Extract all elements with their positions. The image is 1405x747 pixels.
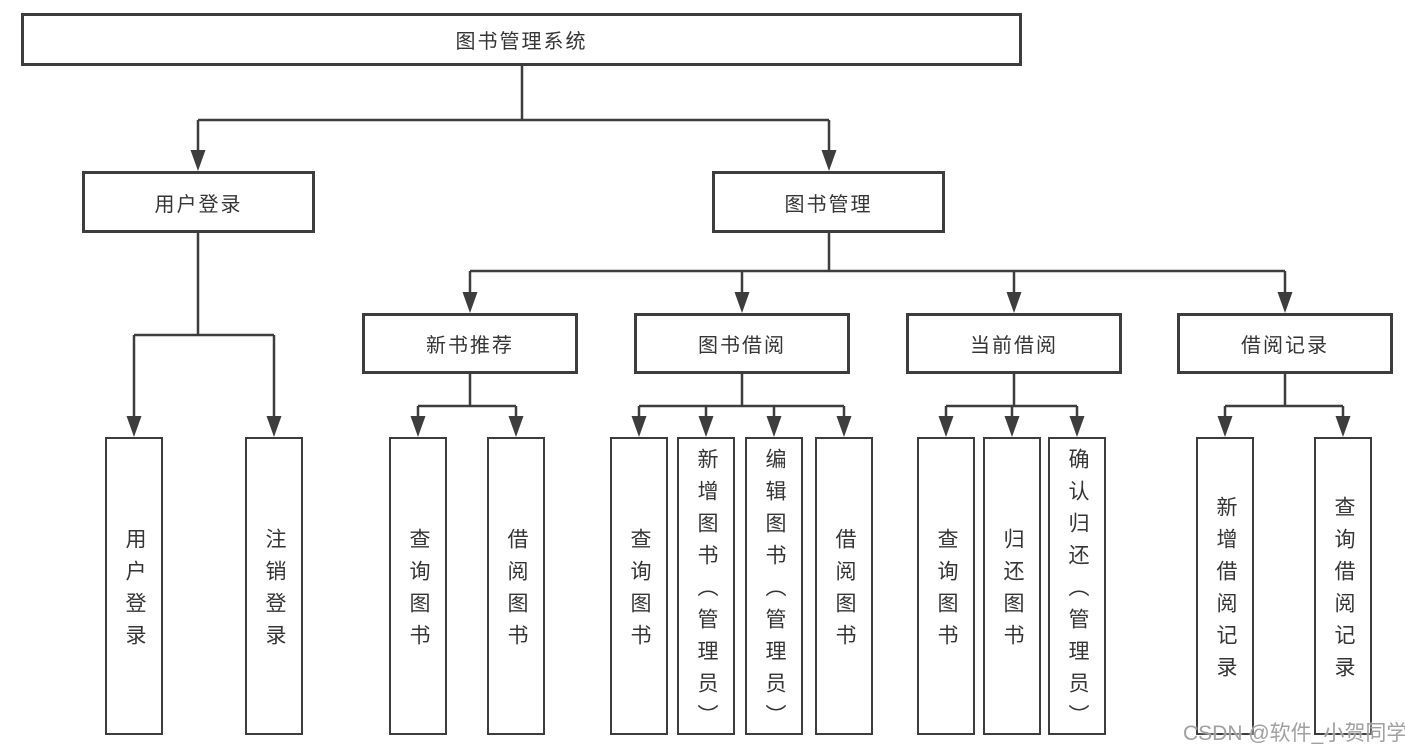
node-leaf-add-borrow-record: 新增借阅记录	[1196, 437, 1254, 735]
node-leaf-query-borrow-record: 查询借阅记录	[1314, 437, 1372, 735]
node-label: 查询图书	[407, 527, 430, 656]
node-borrowing-records: 借阅记录	[1177, 313, 1393, 374]
node-new-book-recommendation: 新书推荐	[362, 313, 578, 374]
node-book-management: 图书管理	[712, 171, 945, 233]
node-leaf-borrow-books-1: 借阅图书	[487, 437, 545, 735]
node-label: 用户登录	[154, 193, 243, 216]
node-leaf-query-books-1: 查询图书	[389, 437, 447, 735]
node-label: 借阅图书	[505, 527, 528, 656]
node-label: 图书借阅	[698, 335, 786, 357]
node-leaf-query-books-3: 查询图书	[917, 437, 975, 735]
node-label: 图书管理系统	[455, 31, 588, 53]
node-label: 编辑图书（管理员）	[763, 447, 786, 736]
node-leaf-borrow-books-2: 借阅图书	[815, 437, 873, 735]
node-current-borrowing: 当前借阅	[906, 313, 1122, 374]
node-label: 用户登录	[123, 527, 146, 656]
csdn-watermark: CSDN @软件_小贺同学	[1183, 722, 1405, 745]
node-label: 借阅图书	[833, 527, 856, 656]
node-user-login: 用户登录	[82, 171, 315, 233]
node-label: 新书推荐	[426, 335, 514, 357]
node-library-management-system: 图书管理系统	[21, 13, 1022, 66]
node-label: 当前借阅	[970, 335, 1058, 357]
node-book-borrowing: 图书借阅	[634, 313, 850, 374]
node-leaf-query-books-2: 查询图书	[610, 437, 668, 735]
node-label: 确认归还（管理员）	[1066, 447, 1089, 736]
node-label: 新增借阅记录	[1214, 495, 1237, 688]
node-leaf-logout: 注销登录	[245, 437, 303, 735]
node-label: 查询图书	[935, 527, 958, 656]
node-label: 归还图书	[1001, 527, 1024, 656]
node-leaf-confirm-return-admin: 确认归还（管理员）	[1048, 437, 1106, 736]
node-leaf-user-login: 用户登录	[105, 437, 163, 735]
node-label: 图书管理	[784, 193, 873, 216]
node-label: 查询图书	[628, 527, 651, 656]
arrowheads	[126, 150, 1351, 437]
node-label: 注销登录	[263, 527, 286, 656]
node-leaf-add-books-admin: 新增图书（管理员）	[677, 437, 735, 736]
node-leaf-return-books: 归还图书	[983, 437, 1041, 735]
node-label: 借阅记录	[1241, 335, 1329, 357]
node-leaf-edit-books-admin: 编辑图书（管理员）	[745, 437, 803, 736]
node-label: 查询借阅记录	[1332, 495, 1355, 688]
node-label: 新增图书（管理员）	[695, 447, 718, 736]
